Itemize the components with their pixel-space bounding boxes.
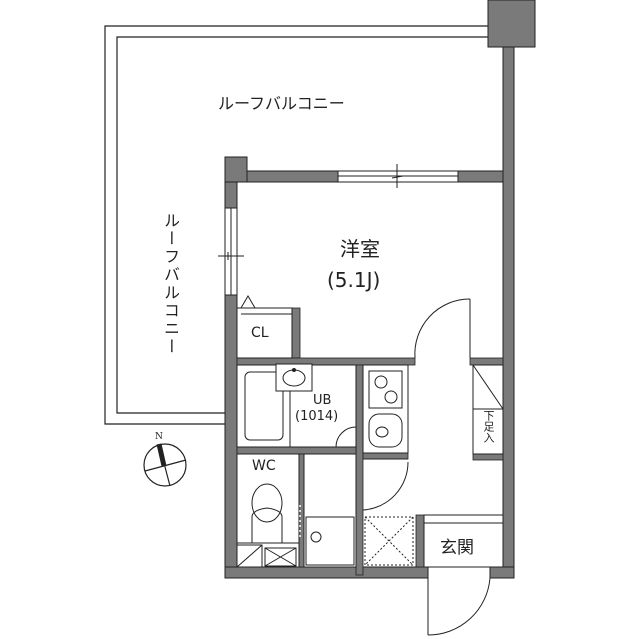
western-room-size: (5.1J)	[327, 268, 381, 292]
column	[487, 0, 536, 48]
entrance-label: 玄関	[440, 538, 474, 558]
unit-bath-label: UB	[313, 393, 332, 408]
toilet-room	[236, 453, 300, 568]
top-window	[337, 164, 459, 188]
fridge-space	[364, 516, 414, 566]
western-room-label: 洋室	[340, 237, 380, 261]
toilet-label: WC	[252, 458, 276, 474]
roof-balcony-outline	[104, 25, 488, 425]
washer-area	[299, 453, 357, 568]
unit-bath	[236, 363, 357, 448]
roof-balcony-left-label: ルーフバルコニー	[161, 212, 180, 356]
left-window	[218, 207, 244, 296]
entrance	[423, 514, 504, 636]
closet-label: CL	[251, 325, 269, 341]
shoe-storage	[472, 364, 504, 455]
closet	[236, 295, 293, 359]
compass-icon	[143, 443, 187, 487]
compass-north-label: N	[155, 432, 163, 442]
kitchen-door	[362, 458, 409, 511]
roof-balcony-top-label: ルーフバルコニー	[218, 94, 345, 113]
shoe-storage-label: 下足入	[482, 410, 495, 443]
room-door	[414, 298, 471, 359]
unit-bath-size: (1014)	[295, 409, 339, 424]
kitchen	[362, 364, 409, 454]
